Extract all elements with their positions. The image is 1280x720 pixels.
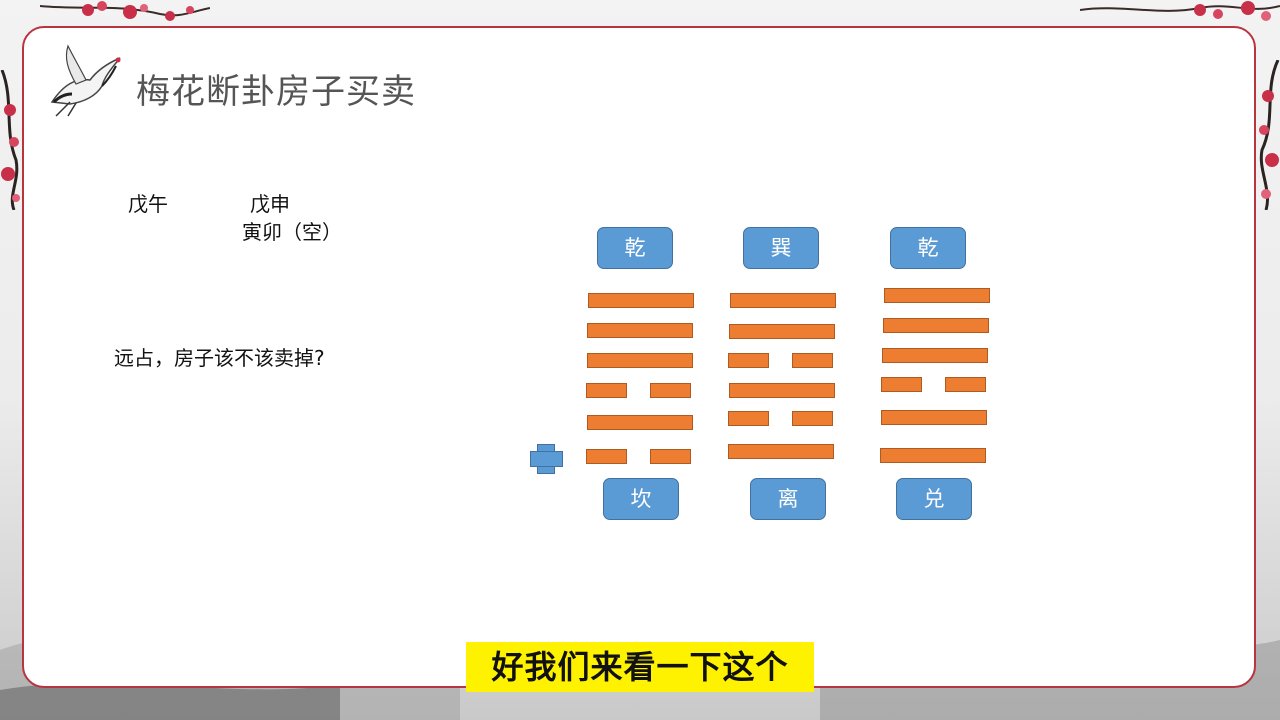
video-subtitle: 好我们来看一下这个	[466, 642, 814, 692]
hex1-line-6-right	[650, 449, 691, 464]
hex2-line-3-right	[792, 353, 833, 368]
plum-blossom-top-right	[1080, 1, 1280, 21]
hex1-line-1	[588, 293, 694, 308]
hex1-line-3	[587, 353, 693, 368]
hex1-line-4-right	[650, 383, 691, 398]
hex2-line-5-left	[728, 411, 769, 426]
plum-branch-left	[0, 70, 20, 210]
moving-line-marker-h	[530, 451, 563, 467]
hex2-line-5-right	[792, 411, 833, 426]
hex3-line-4-left	[881, 377, 922, 392]
hex3-line-5	[881, 410, 987, 425]
hex2-line-3-left	[728, 353, 769, 368]
hex3-line-6	[880, 448, 986, 463]
hex1-line-5	[587, 415, 693, 430]
crane-icon	[50, 44, 121, 117]
hex1-top-label: 乾	[597, 227, 673, 269]
question-text: 远占，房子该不该卖掉?	[114, 346, 325, 370]
date-stem-left: 戊午	[128, 192, 168, 216]
hex2-line-6	[728, 444, 834, 459]
hex1-line-6-left	[586, 449, 627, 464]
hex3-line-3	[882, 348, 988, 363]
date-stem-right: 戊申	[250, 192, 290, 216]
hex2-bottom-label: 离	[750, 478, 826, 520]
hex3-line-1	[884, 288, 990, 303]
page-title: 梅花断卦房子买卖	[136, 72, 416, 112]
hex1-bottom-label: 坎	[603, 478, 679, 520]
void-branches: 寅卯（空）	[242, 220, 342, 244]
hex3-bottom-label: 兑	[896, 478, 972, 520]
hex2-top-label: 巽	[743, 227, 819, 269]
hex1-line-2	[587, 323, 693, 338]
hex3-top-label: 乾	[890, 227, 966, 269]
plum-blossom-top-left	[40, 1, 210, 21]
hex2-line-2	[729, 324, 835, 339]
hex2-line-1	[730, 293, 836, 308]
hex2-line-4	[729, 383, 835, 398]
hex3-line-2	[883, 318, 989, 333]
hex3-line-4-right	[945, 377, 986, 392]
hex1-line-4-left	[586, 383, 627, 398]
plum-branch-right	[1259, 60, 1280, 210]
